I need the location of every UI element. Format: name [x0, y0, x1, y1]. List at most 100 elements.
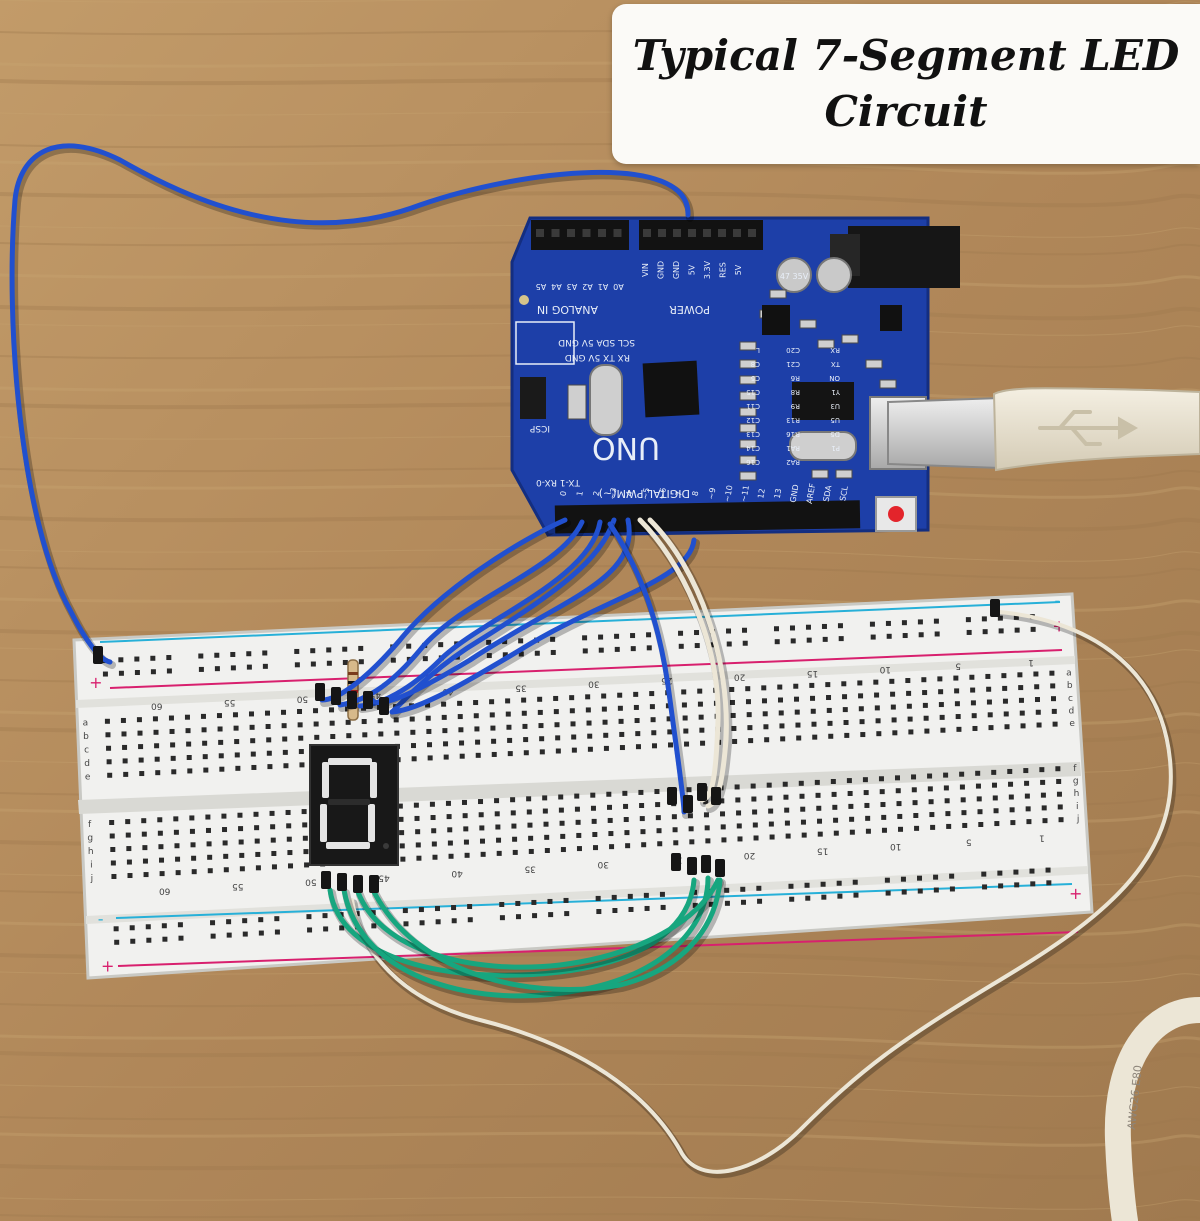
breadboard-hole[interactable] — [175, 856, 181, 862]
breadboard-hole[interactable] — [655, 815, 661, 821]
breadboard-hole[interactable] — [1055, 766, 1061, 772]
breadboard-hole[interactable] — [313, 708, 319, 714]
breadboard-hole[interactable] — [122, 744, 128, 750]
breadboard-hole[interactable] — [223, 867, 229, 873]
breadboard-hole[interactable] — [1034, 684, 1040, 690]
breadboard-hole[interactable] — [1018, 685, 1024, 691]
breadboard-hole[interactable] — [798, 780, 804, 786]
breadboard-hole[interactable] — [559, 820, 565, 826]
breadboard-hole[interactable] — [448, 853, 454, 859]
breadboard-hole[interactable] — [457, 714, 463, 720]
breadboard-hole[interactable] — [205, 814, 211, 820]
breadboard-hole[interactable] — [630, 646, 636, 652]
breadboard-hole[interactable] — [737, 836, 743, 842]
breadboard-hole[interactable] — [796, 735, 802, 741]
breadboard-hole[interactable] — [1013, 614, 1019, 620]
breadboard-hole[interactable] — [269, 810, 275, 816]
breadboard-hole[interactable] — [654, 789, 660, 795]
breadboard-hole[interactable] — [550, 649, 556, 655]
breadboard-hole[interactable] — [429, 801, 435, 807]
breadboard-hole[interactable] — [972, 725, 978, 731]
breadboard-hole[interactable] — [833, 817, 839, 823]
breadboard-hole[interactable] — [751, 796, 757, 802]
breadboard-hole[interactable] — [918, 632, 924, 638]
breadboard-hole[interactable] — [569, 695, 575, 701]
breadboard-hole[interactable] — [563, 897, 569, 903]
breadboard-hole[interactable] — [617, 692, 623, 698]
breadboard-hole[interactable] — [609, 844, 615, 850]
breadboard-hole[interactable] — [873, 679, 879, 685]
breadboard-hole[interactable] — [960, 797, 966, 803]
breadboard-hole[interactable] — [1049, 670, 1055, 676]
breadboard-hole[interactable] — [294, 662, 300, 668]
breadboard-hole[interactable] — [627, 893, 633, 899]
breadboard-hole[interactable] — [857, 680, 863, 686]
breadboard-hole[interactable] — [730, 712, 736, 718]
breadboard-hole[interactable] — [150, 669, 156, 675]
breadboard-hole[interactable] — [630, 633, 636, 639]
breadboard-hole[interactable] — [221, 813, 227, 819]
breadboard-hole[interactable] — [961, 810, 967, 816]
breadboard-hole[interactable] — [282, 736, 288, 742]
breadboard-hole[interactable] — [764, 737, 770, 743]
breadboard-hole[interactable] — [847, 790, 853, 796]
breadboard-hole[interactable] — [778, 710, 784, 716]
breadboard-hole[interactable] — [767, 795, 773, 801]
breadboard-hole[interactable] — [894, 775, 900, 781]
breadboard-hole[interactable] — [138, 757, 144, 763]
breadboard-hole[interactable] — [173, 816, 179, 822]
breadboard-hole[interactable] — [1026, 819, 1032, 825]
breadboard-hole[interactable] — [692, 902, 698, 908]
breadboard-hole[interactable] — [153, 729, 159, 735]
breadboard-hole[interactable] — [145, 924, 151, 930]
breadboard-hole[interactable] — [821, 623, 827, 629]
breadboard-hole[interactable] — [822, 636, 828, 642]
breadboard-hole[interactable] — [515, 914, 521, 920]
breadboard-hole[interactable] — [646, 632, 652, 638]
breadboard-hole[interactable] — [619, 745, 625, 751]
breadboard-hole[interactable] — [898, 826, 904, 832]
breadboard-hole[interactable] — [804, 882, 810, 888]
breadboard-hole[interactable] — [538, 723, 544, 729]
breadboard-hole[interactable] — [205, 827, 211, 833]
breadboard-hole[interactable] — [467, 904, 473, 910]
breadboard-hole[interactable] — [981, 616, 987, 622]
breadboard-hole[interactable] — [946, 823, 952, 829]
breadboard-hole[interactable] — [590, 792, 596, 798]
breadboard-hole[interactable] — [206, 841, 212, 847]
breadboard-hole[interactable] — [720, 811, 726, 817]
breadboard-hole[interactable] — [170, 755, 176, 761]
breadboard-hole[interactable] — [986, 699, 992, 705]
breadboard-hole[interactable] — [129, 925, 135, 931]
breadboard-hole[interactable] — [447, 827, 453, 833]
breadboard-hole[interactable] — [659, 891, 665, 897]
breadboard-hole[interactable] — [997, 615, 1003, 621]
breadboard-hole[interactable] — [159, 871, 165, 877]
breadboard-hole[interactable] — [142, 858, 148, 864]
breadboard-hole[interactable] — [255, 865, 261, 871]
breadboard-hole[interactable] — [480, 851, 486, 857]
breadboard-hole[interactable] — [955, 714, 961, 720]
breadboard-hole[interactable] — [558, 794, 564, 800]
breadboard-hole[interactable] — [817, 818, 823, 824]
breadboard-hole[interactable] — [928, 799, 934, 805]
breadboard-hole[interactable] — [253, 811, 259, 817]
breadboard-hole[interactable] — [1051, 708, 1057, 714]
breadboard-hole[interactable] — [555, 735, 561, 741]
breadboard-hole[interactable] — [110, 860, 116, 866]
breadboard-hole[interactable] — [274, 929, 280, 935]
breadboard-hole[interactable] — [134, 670, 140, 676]
breadboard-hole[interactable] — [911, 787, 917, 793]
breadboard-hole[interactable] — [1024, 780, 1030, 786]
breadboard-hole[interactable] — [703, 799, 709, 805]
breadboard-hole[interactable] — [991, 782, 997, 788]
breadboard-hole[interactable] — [729, 686, 735, 692]
breadboard-hole[interactable] — [431, 828, 437, 834]
breadboard-hole[interactable] — [761, 685, 767, 691]
breadboard-hole[interactable] — [200, 713, 206, 719]
breadboard-hole[interactable] — [651, 743, 657, 749]
breadboard-hole[interactable] — [110, 846, 116, 852]
breadboard-hole[interactable] — [358, 659, 364, 665]
breadboard-hole[interactable] — [671, 814, 677, 820]
breadboard-hole[interactable] — [361, 719, 367, 725]
